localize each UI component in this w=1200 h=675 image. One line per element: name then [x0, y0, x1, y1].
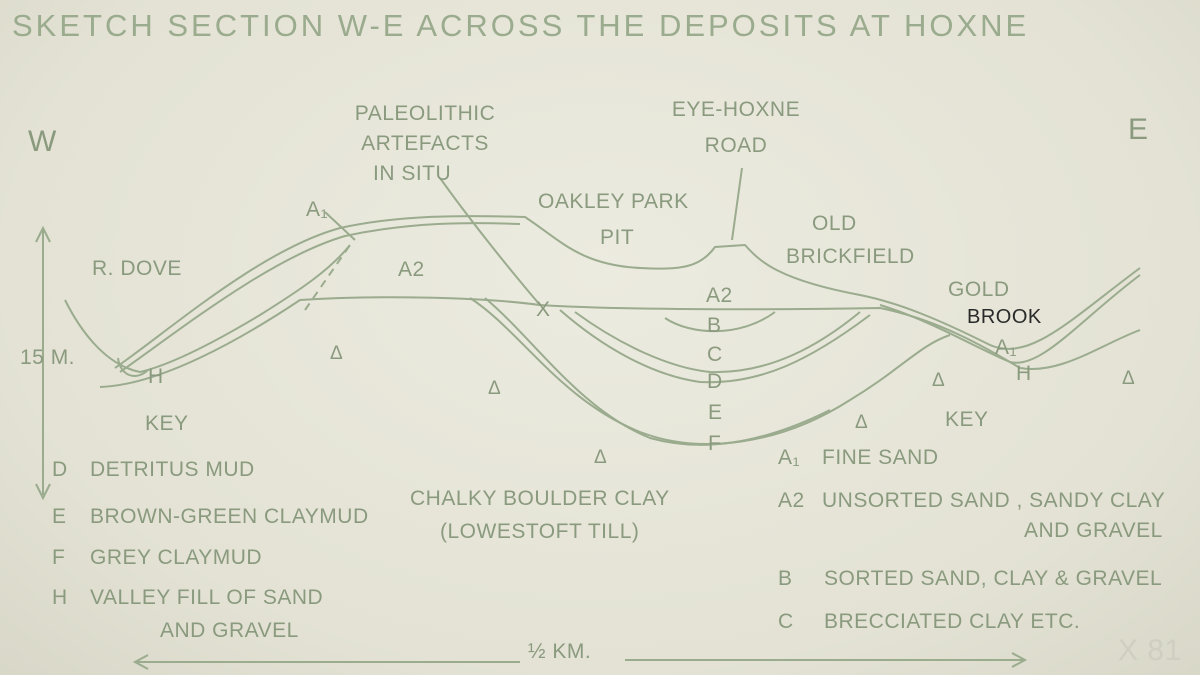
key-left-text: DETRITUS MUD [90, 458, 255, 481]
e-label: E [708, 401, 723, 424]
key-right-heading: KEY [945, 408, 989, 431]
key-right-text-cont: AND GRAVEL [1024, 519, 1163, 542]
till-triangle: Δ [932, 370, 946, 391]
key-left-text: GREY CLAYMUD [90, 546, 263, 569]
brickfield-label: BRICKFIELD [786, 245, 915, 268]
key-left-text: VALLEY FILL OF SAND [90, 586, 324, 609]
basin-line-f [484, 297, 831, 446]
a2-pit-label: A2 [706, 284, 733, 307]
scale-arrow-head-bottom [35, 483, 51, 501]
h-left-label: H [148, 365, 164, 388]
oakley-label-line2: PIT [600, 226, 635, 249]
key-right-code: C [778, 610, 794, 633]
key-right-text: SORTED SAND, CLAY & GRAVEL [824, 567, 1163, 590]
km-arrow-left-head [132, 654, 149, 670]
artefacts-pointer-line [439, 177, 541, 306]
key-right-code: B [778, 567, 793, 590]
road-label-line2: ROAD [704, 134, 768, 157]
scale-label: 15 M. [20, 346, 76, 369]
key-right-text: FINE SAND [822, 446, 939, 469]
river-dove-channel-line [117, 357, 149, 377]
a2-left-label: A2 [398, 258, 425, 281]
key-left-text-cont: AND GRAVEL [160, 619, 299, 642]
till-boundary-line [99, 296, 1141, 388]
basin-line-c [574, 311, 861, 374]
chalky-label-line1: CHALKY BOULDER CLAY [410, 487, 670, 510]
key-right-code: A2 [778, 489, 805, 512]
key-right-text: BRECCIATED CLAY ETC. [824, 610, 1081, 633]
km-scale-label: ½ KM. [528, 640, 592, 663]
east-label: E [1128, 113, 1149, 146]
paleolithic-label-line1: PALEOLITHIC [354, 102, 496, 125]
gold-label: GOLD [948, 278, 1010, 301]
key-left-code: H [52, 586, 68, 609]
key-left-code: E [52, 505, 67, 528]
oakley-label-line1: OAKLEY PARK [538, 190, 689, 213]
ground-surface-inner-line [119, 222, 521, 373]
x-marker: X [536, 298, 551, 321]
b-label: B [707, 314, 722, 337]
key-left-code: F [52, 546, 66, 569]
section-title: SKETCH SECTION W-E ACROSS THE DEPOSITS A… [12, 8, 1030, 43]
river-dove-label: R. DOVE [92, 257, 182, 280]
gold-brook-valley-line [879, 274, 1141, 364]
till-triangle: Δ [1122, 368, 1136, 389]
h-right-label: H [1016, 362, 1032, 385]
paleolithic-label-line3: IN SITU [373, 162, 452, 185]
river-dove-valley-line [64, 244, 351, 374]
road-pointer-line [731, 167, 743, 241]
basin-line-d [559, 309, 871, 384]
km-arrow-right-head [1011, 652, 1028, 668]
f-label: F [708, 432, 722, 455]
stamp-number: X 81 [1118, 634, 1182, 667]
west-label: W [28, 125, 57, 158]
chalky-label-line2: (LOWESTOFT TILL) [440, 520, 640, 543]
till-triangle: Δ [855, 412, 869, 433]
c-label: C [707, 343, 723, 366]
ground-surface-line [114, 215, 1141, 369]
scale-arrow-head-top [35, 225, 51, 243]
key-left-code: D [52, 458, 68, 481]
a1-top-label: A₁ [306, 198, 329, 221]
basin-line-b [664, 311, 776, 333]
road-label-line1: EYE-HOXNE [671, 98, 801, 121]
d-label: D [707, 370, 723, 393]
key-left-heading: KEY [145, 412, 189, 435]
brook-label: BROOK [967, 306, 1042, 328]
till-triangle: Δ [488, 378, 502, 399]
paleolithic-label-line2: ARTEFACTS [361, 132, 489, 155]
till-triangle: Δ [330, 343, 344, 364]
old-label: OLD [812, 212, 857, 235]
key-right-code: A₁ [778, 446, 801, 469]
a1-pointer-line [324, 211, 356, 241]
key-left-text: BROWN-GREEN CLAYMUD [90, 505, 369, 528]
a1-brook-label: A₁ [995, 336, 1018, 359]
till-triangle: Δ [594, 447, 608, 468]
key-right-text: UNSORTED SAND , SANDY CLAY [822, 489, 1166, 512]
